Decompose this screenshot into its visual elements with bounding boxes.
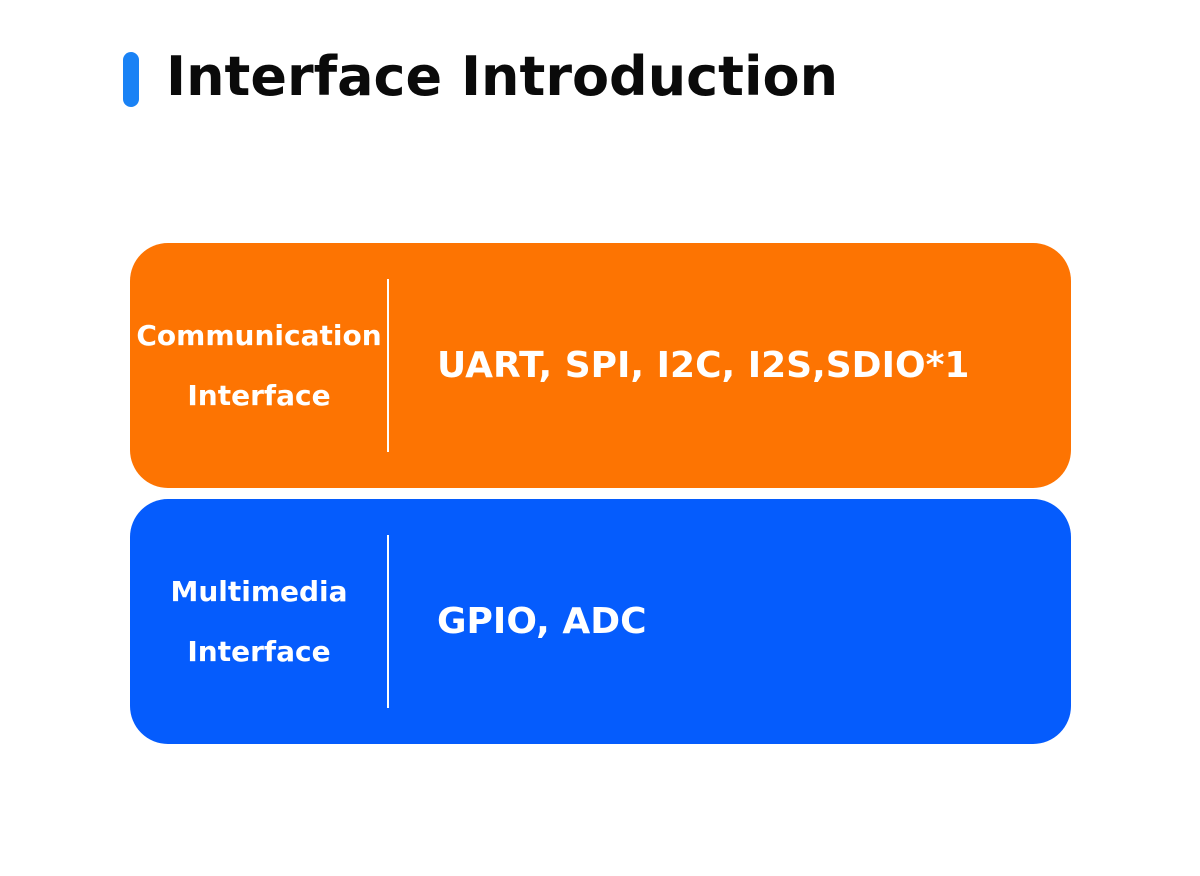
- panel-value: GPIO, ADC: [437, 601, 647, 642]
- panel-label: Multimedia Interface: [130, 499, 388, 744]
- communication-interface-panel: Communication Interface UART, SPI, I2C, …: [130, 243, 1071, 488]
- multimedia-interface-panel: Multimedia Interface GPIO, ADC: [130, 499, 1071, 744]
- title-accent-bar: [123, 52, 139, 107]
- panel-label-line1: Communication: [136, 318, 382, 352]
- panel-divider: [387, 535, 389, 708]
- panel-value: UART, SPI, I2C, I2S,SDIO*1: [437, 345, 970, 386]
- panel-label-line2: Interface: [187, 634, 331, 668]
- page-title: Interface Introduction: [166, 45, 839, 108]
- panel-divider: [387, 279, 389, 452]
- panel-label: Communication Interface: [130, 243, 388, 488]
- panel-label-line1: Multimedia: [170, 574, 348, 608]
- panel-label-line2: Interface: [187, 378, 331, 412]
